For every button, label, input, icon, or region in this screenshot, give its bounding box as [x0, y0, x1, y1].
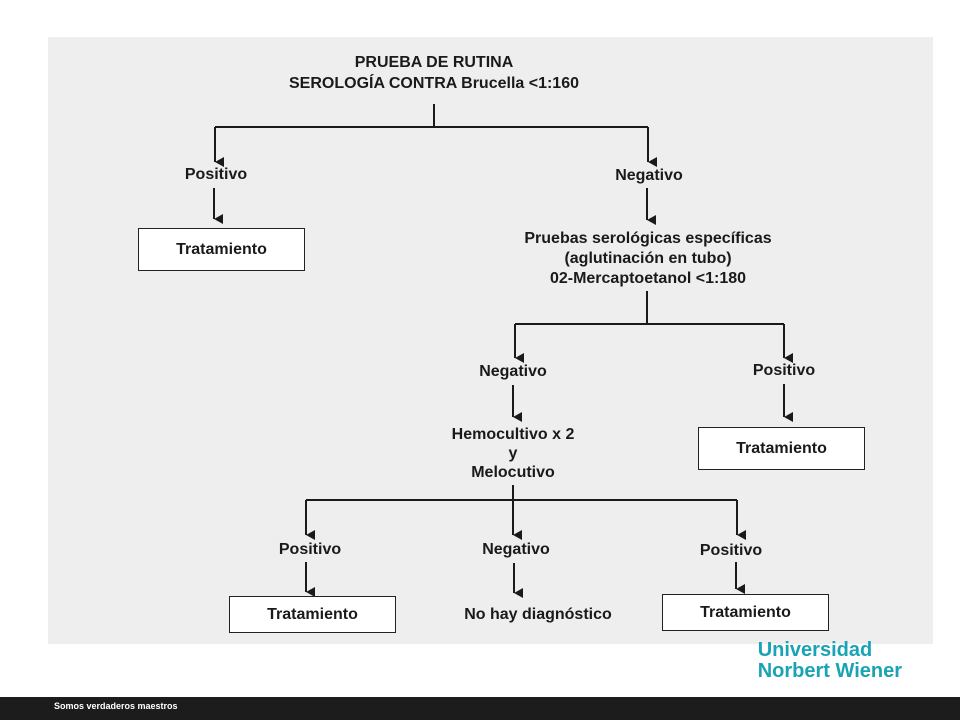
level2-treatment-label: Tratamiento	[736, 439, 827, 457]
level1-treatment-label: Tratamiento	[176, 240, 267, 258]
level3-left-treatment-label: Tratamiento	[267, 605, 358, 623]
level2-positive-label: Positivo	[752, 362, 816, 379]
level2-treatment-box: Tratamiento	[698, 427, 865, 470]
specific-tests-line3: 02-Mercaptoetanol <1:180	[549, 270, 747, 287]
level3-right-treatment-box: Tratamiento	[662, 594, 829, 631]
level3-left-treatment-box: Tratamiento	[229, 596, 396, 633]
logo-line2: Norbert Wiener	[757, 660, 902, 682]
level1-treatment-box: Tratamiento	[138, 228, 305, 271]
cultures-line3: Melocutivo	[471, 464, 555, 481]
logo-line1: Universidad	[757, 639, 873, 661]
level3-right-label: Positivo	[699, 542, 763, 559]
level3-left-label: Positivo	[278, 541, 342, 558]
footer-bar: Somos verdaderos maestros	[0, 697, 960, 720]
level1-positive-label: Positivo	[184, 166, 248, 183]
root-title: PRUEBA DE RUTINA	[354, 54, 514, 71]
root-subtitle: SEROLOGÍA CONTRA Brucella <1:160	[289, 75, 579, 92]
specific-tests-line2: (aglutinación en tubo)	[564, 250, 732, 267]
level3-no-diagnosis: No hay diagnóstico	[464, 606, 612, 623]
footer-tagline: Somos verdaderos maestros	[54, 701, 178, 711]
level2-negative-label: Negativo	[479, 363, 547, 380]
level1-negative-label: Negativo	[615, 167, 683, 184]
cultures-line2: y	[508, 445, 518, 462]
cultures-line1: Hemocultivo x 2	[451, 426, 575, 443]
level3-right-treatment-label: Tratamiento	[700, 603, 791, 621]
specific-tests-line1: Pruebas serológicas específicas	[524, 230, 772, 247]
level3-middle-label: Negativo	[482, 541, 550, 558]
diagram-panel	[48, 37, 933, 644]
university-logo: Universidad Norbert Wiener	[758, 640, 902, 682]
